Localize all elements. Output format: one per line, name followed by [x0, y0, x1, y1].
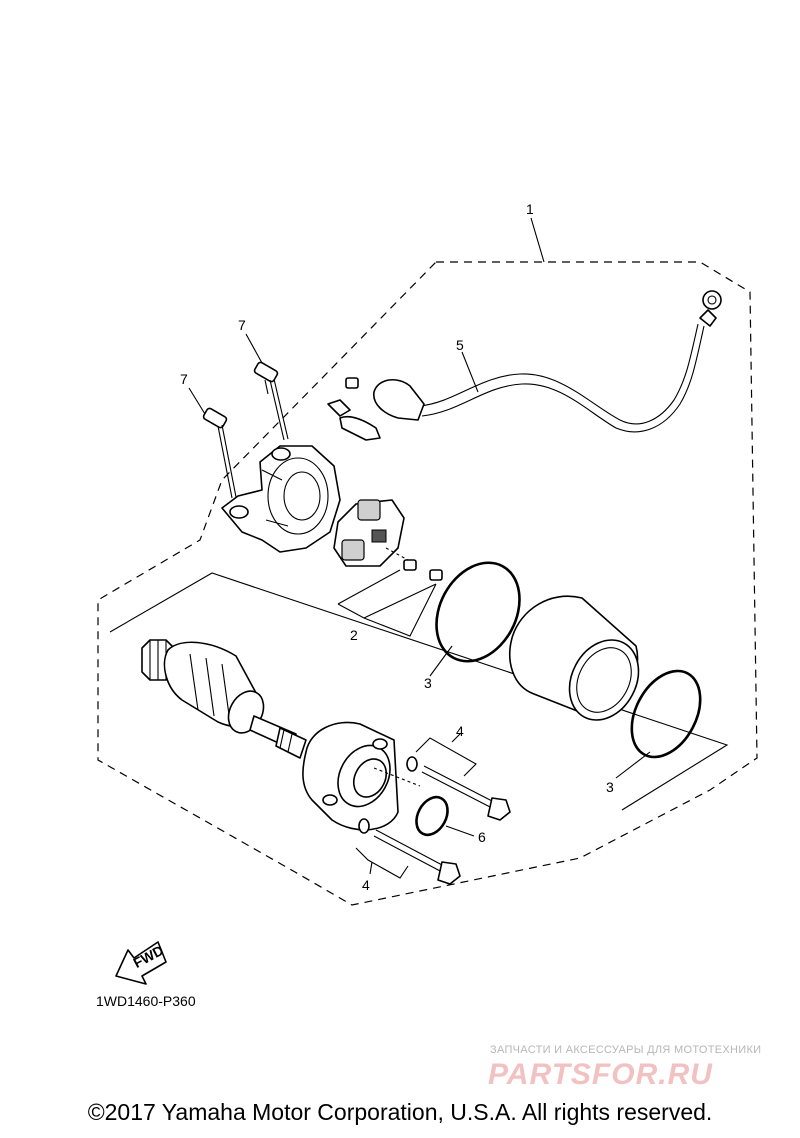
- callout-3-lower: 3: [606, 779, 614, 795]
- leader-7-upper: [245, 333, 263, 364]
- fwd-arrow-icon: FWD: [115, 941, 167, 985]
- lead-wire: [327, 290, 722, 441]
- leader-4-upper: [415, 733, 477, 777]
- leader-7-lower: [188, 387, 206, 415]
- o-ring-lower: [630, 669, 702, 759]
- armature: [141, 639, 307, 759]
- reference-code: 1WD1460-P360: [96, 993, 196, 1009]
- small-o-ring-upper: [406, 756, 418, 772]
- callout-3-upper: 3: [424, 675, 432, 691]
- long-bolt-upper: [421, 765, 511, 821]
- bolt-upper: [253, 361, 289, 441]
- leader-5: [461, 351, 479, 393]
- yoke: [509, 595, 640, 721]
- front-cover: [302, 721, 421, 831]
- brush-holder: [333, 499, 405, 567]
- callout-1: 1: [526, 201, 534, 217]
- callout-6: 6: [478, 829, 486, 845]
- copyright-notice: ©2017 Yamaha Motor Corporation, U.S.A. A…: [87, 1099, 713, 1125]
- callout-7-lower: 7: [180, 371, 188, 387]
- leader-4-lower: [355, 847, 409, 879]
- leader-3-upper: [429, 645, 453, 677]
- callout-4-upper: 4: [456, 723, 464, 739]
- watermark-logo: PARTSFOR.RU: [488, 1058, 713, 1091]
- o-ring-upper: [435, 561, 521, 663]
- callout-5: 5: [456, 337, 464, 353]
- assembly-boundary: [97, 261, 758, 906]
- long-bolt-lower: [373, 829, 461, 885]
- small-screws: [385, 547, 443, 581]
- leader-6: [445, 825, 475, 837]
- leader-3-lower: [615, 751, 651, 779]
- leader-1: [530, 217, 545, 263]
- leader-2: [337, 569, 437, 637]
- o-ring-6: [415, 795, 449, 837]
- rear-cover: [221, 445, 341, 553]
- armature-group-outline: [109, 572, 729, 811]
- watermark-tagline: ЗАПЧАСТИ И АКСЕССУАРЫ ДЛЯ МОТОТЕХНИКИ: [490, 1044, 762, 1056]
- callout-4-lower: 4: [362, 877, 370, 893]
- bolt-lower: [202, 407, 237, 499]
- callout-2: 2: [350, 627, 358, 643]
- callout-7-upper: 7: [238, 317, 246, 333]
- small-o-ring-lower: [358, 818, 370, 834]
